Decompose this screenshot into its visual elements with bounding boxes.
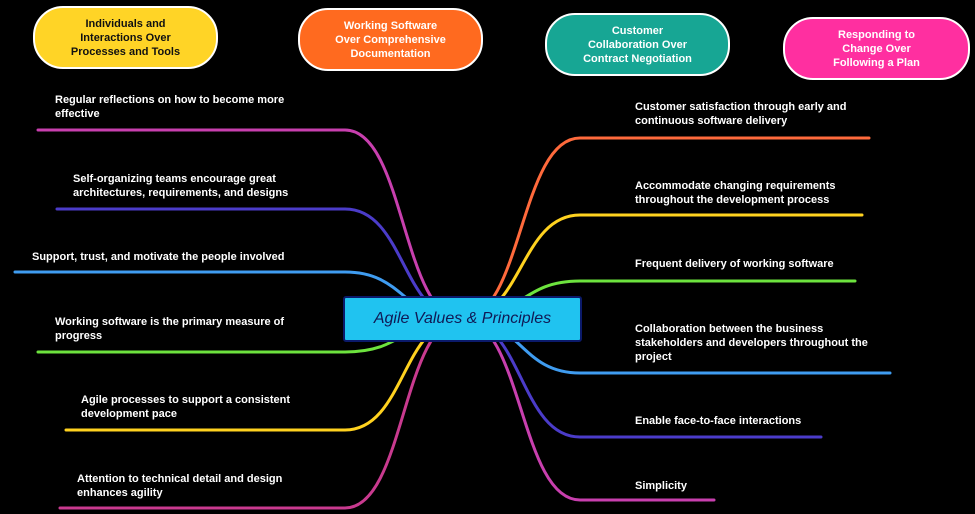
principle-support-trust: Support, trust, and motivate the people … (32, 251, 285, 263)
principle-simplicity: Simplicity (635, 480, 687, 492)
principle-changing-requirements: Accommodate changing requirements throug… (635, 180, 836, 206)
center-node: Agile Values & Principles (343, 296, 582, 342)
branch-right-1 (460, 136, 871, 321)
principle-technical-excellence: Attention to technical detail and design… (77, 473, 283, 499)
principle-business-developer-collaboration: Collaboration between the business stake… (635, 323, 868, 363)
principle-regular-reflections: Regular reflections on how to become mor… (55, 94, 285, 120)
principle-self-organizing-teams: Self-organizing teams encourage great ar… (73, 173, 289, 199)
principle-working-software-measure: Working software is the primary measure … (55, 316, 285, 342)
principle-consistent-pace: Agile processes to support a consistent … (81, 394, 291, 420)
principle-face-to-face: Enable face-to-face interactions (635, 415, 802, 427)
value-individuals-interactions: Individuals and Interactions Over Proces… (33, 6, 218, 69)
value-responding-to-change: Responding to Change Over Following a Pl… (783, 17, 970, 80)
principle-frequent-delivery: Frequent delivery of working software (635, 258, 834, 270)
principle-customer-satisfaction: Customer satisfaction through early and … (635, 101, 847, 127)
value-working-software: Working Software Over Comprehensive Docu… (298, 8, 483, 71)
value-customer-collaboration: Customer Collaboration Over Contract Neg… (545, 13, 730, 76)
